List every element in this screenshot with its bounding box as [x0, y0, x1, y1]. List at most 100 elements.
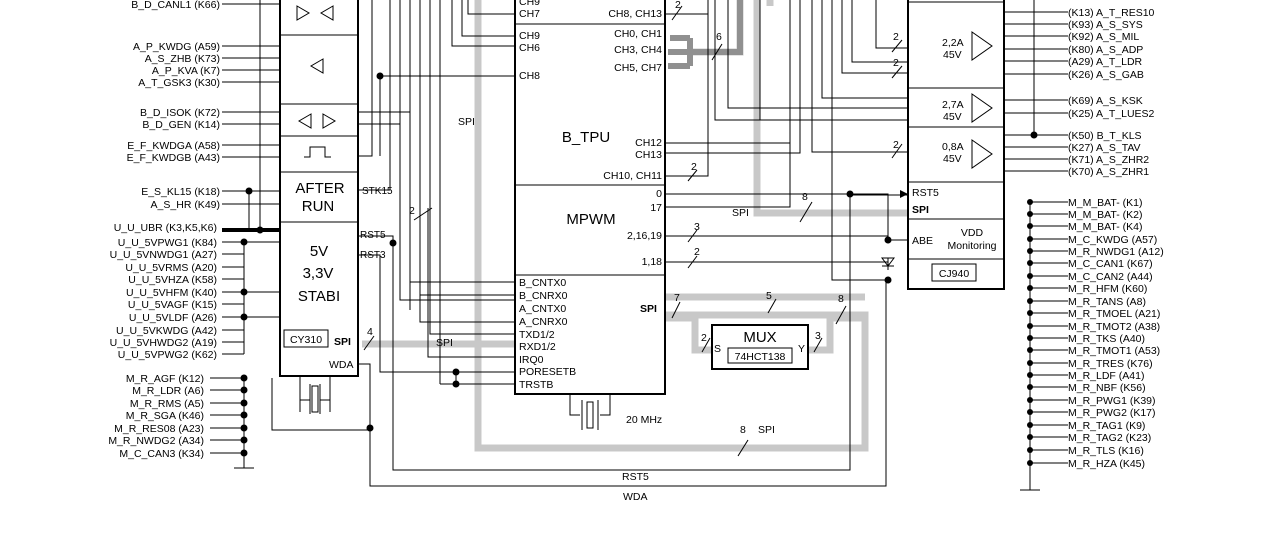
pin-label: M_M_BAT- (K4)	[1068, 221, 1142, 233]
left-pin-labels-d: E_S_KL15 (K18)A_S_HR (K49)	[141, 186, 220, 211]
left-pin-labels-b: B_D_ISOK (K72)B_D_GEN (K14)	[140, 107, 220, 131]
cy310-block: AFTER RUN 5V 3,3V STABI CY310 SPI WDA ST…	[279, 0, 393, 414]
cj940-chip-label: CJ940	[939, 268, 970, 280]
pin-label: M_R_TMOEL (A21)	[1068, 308, 1160, 320]
bus-count-2a: 2	[675, 0, 681, 11]
tpu-ch9-top: CH9	[519, 0, 540, 8]
pin-label: (K71) A_S_ZHR2	[1068, 154, 1149, 166]
pin-label: (K25) A_T_LUES2	[1068, 108, 1155, 120]
bus-count-3-mux-y: 3	[815, 330, 821, 342]
bus-count-5: 5	[766, 290, 772, 302]
mpwm-pin-0: 0	[656, 188, 662, 200]
tpu-ch3-ch4: CH3, CH4	[614, 44, 662, 56]
pin-label: M_M_BAT- (K2)	[1068, 209, 1142, 221]
pin-label: (K50) B_T_KLS	[1068, 130, 1142, 142]
spi-bus-label-3: SPI	[436, 337, 453, 349]
pin-label: M_M_BAT- (K1)	[1068, 197, 1142, 209]
pin-label: M_R_HZA (K45)	[1068, 458, 1145, 470]
spi-bus-label-1: SPI	[458, 116, 475, 128]
tpu-spi-label: SPI	[640, 303, 657, 315]
pin-label: M_C_KWDG (A57)	[1068, 234, 1157, 246]
cj940-spi-label: SPI	[912, 204, 929, 216]
pin-label: U_U_5VPWG2 (K62)	[118, 349, 217, 361]
bottom-wda-label: WDA	[623, 491, 648, 503]
bus-count-4: 4	[367, 326, 373, 338]
tpu-ch6: CH6	[519, 42, 540, 54]
driver3-current: 0,8A	[942, 141, 964, 153]
pin-label: E_F_KWDGA (A58)	[127, 140, 220, 152]
pin-label: A_S_ZHB (K73)	[145, 53, 220, 65]
spi-bus	[362, 0, 908, 452]
cy310-chip-label: CY310	[290, 334, 322, 346]
cy310-wda-label: WDA	[329, 359, 354, 371]
bus-tick-marks	[363, 5, 903, 457]
pin-label: M_R_PWG1 (K39)	[1068, 395, 1156, 407]
tpu-ch12: CH12	[635, 137, 662, 149]
pin-label: (K70) A_S_ZHR1	[1068, 166, 1149, 178]
pin-label: A_P_KVA (K7)	[152, 65, 220, 77]
junction-dots	[240, 72, 1038, 466]
pin-label: B_D_ISOK (K72)	[140, 107, 220, 119]
driver1-voltage: 45V	[943, 49, 962, 61]
pin-label: M_R_TAG1 (K9)	[1068, 420, 1145, 432]
cy310-spi-label: SPI	[334, 336, 351, 348]
pin-label: M_R_HFM (K60)	[1068, 283, 1147, 295]
cj940-rst5-label: RST5	[912, 187, 939, 199]
pin-label: M_R_RMS (A5)	[130, 398, 204, 410]
left-pin-labels-a: A_P_KWDG (A59)A_S_ZHB (K73)A_P_KVA (K7)A…	[133, 41, 220, 89]
bus-count-8c: 8	[740, 424, 746, 436]
cj940-abe-label: ABE	[912, 235, 933, 247]
mpwm-name: MPWM	[566, 211, 615, 228]
bus-count-7: 7	[674, 292, 680, 304]
bus-count-2b: 2	[691, 161, 697, 173]
tpu-name: B_TPU	[562, 129, 610, 146]
mux-y-label: Y	[798, 343, 805, 355]
pin-label: (K93) A_S_SYS	[1068, 19, 1143, 31]
bus-count-2c: 2	[694, 246, 700, 258]
tpu-io-2: A_CNTX0	[519, 303, 566, 315]
pin-label: M_R_TRES (K76)	[1068, 358, 1153, 370]
tpu-ch0-ch1: CH0, CH1	[614, 28, 662, 40]
driver3-voltage: 45V	[943, 153, 962, 165]
tpu-io-7: PORESETB	[519, 366, 576, 378]
tpu-io-4: TXD1/2	[519, 329, 555, 341]
pin-label: (K92) A_S_MIL	[1068, 31, 1139, 43]
pin-label: E_S_KL15 (K18)	[141, 186, 220, 198]
pin-label: M_C_CAN3 (K34)	[119, 448, 204, 460]
tpu-io-6: IRQ0	[519, 354, 544, 366]
right-pin-labels-m: M_M_BAT- (K1)M_M_BAT- (K2)M_M_BAT- (K4)M…	[1068, 197, 1164, 470]
pin-label: (K13) A_T_RES10	[1068, 7, 1155, 19]
pin-label: A_T_GSK3 (K30)	[138, 77, 220, 89]
bottom-rst5-label: RST5	[622, 471, 649, 483]
pin-label: M_R_AGF (K12)	[126, 373, 204, 385]
left-pin-labels-u: U_U_UBR (K3,K5,K6) U_U_5VPWG1 (K84) U_U_5V…	[110, 222, 217, 361]
left-pin-labels-m: M_R_AGF (K12)M_R_LDR (A6)M_R_RMS (A5)M_R…	[108, 373, 204, 460]
mpwm-pin-2-16-19: 2,16,19	[627, 230, 662, 242]
pin-label: M_R_NBF (K56)	[1068, 382, 1146, 394]
pin-label: (K26) A_S_GAB	[1068, 69, 1144, 81]
pin-label: U_U_UBR (K3,K5,K6)	[114, 222, 217, 234]
cj940-block: 2,2A 45V 2,7A 45V 0,8A 45V RST5 SPI ABE …	[900, 0, 1005, 290]
pin-label: M_R_TMOT1 (A53)	[1068, 345, 1160, 357]
pin-label: M_R_TAG2 (K23)	[1068, 432, 1151, 444]
pin-label: B_D_GEN (K14)	[142, 119, 220, 131]
pin-label: M_R_TKS (A40)	[1068, 333, 1145, 345]
stabi-33v-label: 3,3V	[303, 265, 334, 282]
after-run-label-1: AFTER	[295, 180, 344, 197]
bus-count-3: 3	[694, 221, 700, 233]
cy310-rst3-label: RST3	[360, 250, 386, 261]
spi-bus-label-4: SPI	[758, 424, 775, 436]
stabi-5v-label: 5V	[310, 243, 328, 260]
cy310-rst5-label: RST5	[360, 230, 386, 241]
left-pin-labels-top: B_D_CANL1 (K66)	[131, 0, 220, 11]
mux-chip-label: 74HCT138	[735, 351, 786, 363]
tpu-io-5: RXD1/2	[519, 341, 556, 353]
tpu-block: CH9 CH7 CH8, CH13 CH9 CH6 CH8 CH0, CH1 C…	[514, 0, 666, 430]
mpwm-pin-17: 17	[650, 202, 662, 214]
monitoring-label: Monitoring	[947, 240, 996, 252]
pin-label: M_R_TANS (A8)	[1068, 296, 1146, 308]
bus-count-2e: 2	[893, 31, 899, 43]
pin-label: U_U_5VPWG1 (K84)	[118, 237, 217, 249]
mux-block: MUX 74HCT138 S Y	[711, 324, 809, 370]
